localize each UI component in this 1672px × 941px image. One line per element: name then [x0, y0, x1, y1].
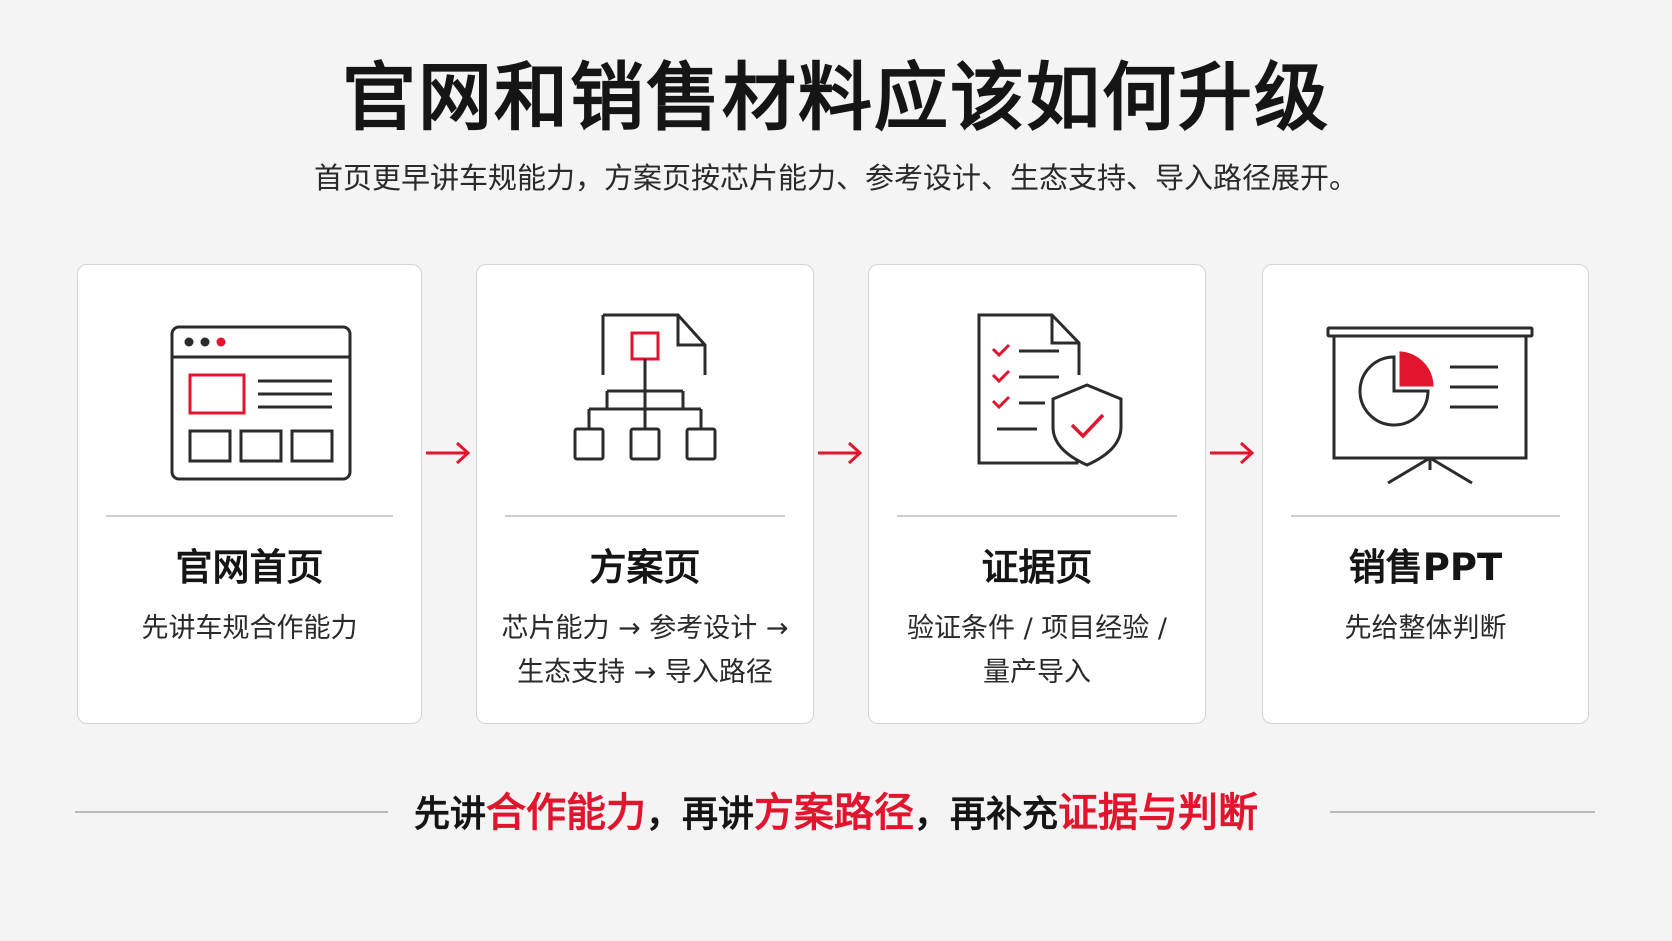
- tagline-highlight: 证据与判断: [1058, 790, 1259, 836]
- tagline-text: 先讲: [413, 794, 486, 835]
- flow-arrow-icon: [814, 436, 866, 470]
- document-hierarchy-icon: [535, 305, 755, 485]
- presentation-board-icon: [1316, 305, 1536, 485]
- card-divider: [106, 515, 393, 517]
- card-description: 先讲车规合作能力: [141, 613, 358, 644]
- tagline-highlight: 方案路径: [754, 790, 914, 836]
- card-divider: [505, 515, 785, 517]
- card-title: 方案页: [589, 546, 701, 589]
- card-title: 销售PPT: [1348, 546, 1503, 589]
- card-sales-ppt: 销售PPT 先给整体判断: [1262, 264, 1589, 724]
- tagline-right-rule: [1330, 811, 1595, 813]
- flow-arrow-icon: [1206, 436, 1258, 470]
- card-title: 官网首页: [175, 546, 324, 589]
- tagline-left-rule: [75, 811, 388, 813]
- card-divider: [1291, 515, 1560, 517]
- browser-window-icon: [140, 305, 360, 485]
- checklist-shield-icon: [927, 305, 1147, 485]
- card-solution-page: 方案页 芯片能力 → 参考设计 → 生态支持 → 导入路径: [476, 264, 814, 724]
- card-description: 先给整体判断: [1344, 613, 1507, 644]
- tagline-highlight: 合作能力: [485, 790, 646, 836]
- card-homepage: 官网首页 先讲车规合作能力: [77, 264, 422, 724]
- tagline-text: ，再补充: [914, 794, 1059, 835]
- card-evidence-page: 证据页 验证条件 / 项目经验 / 量产导入: [868, 264, 1206, 724]
- page-title: 官网和销售材料应该如何升级: [342, 55, 1330, 141]
- page-subtitle: 首页更早讲车规能力，方案页按芯片能力、参考设计、生态支持、导入路径展开。: [313, 161, 1358, 195]
- card-divider: [897, 515, 1177, 517]
- card-description: 芯片能力 → 参考设计 → 生态支持 → 导入路径: [501, 613, 789, 688]
- card-description: 验证条件 / 项目经验 / 量产导入: [907, 613, 1167, 688]
- summary-tagline: 先讲合作能力，再讲方案路径，再补充证据与判断: [0, 788, 1672, 840]
- flow-arrow-icon: [422, 436, 474, 470]
- card-title: 证据页: [981, 546, 1093, 589]
- tagline-text: ，再讲: [645, 794, 754, 835]
